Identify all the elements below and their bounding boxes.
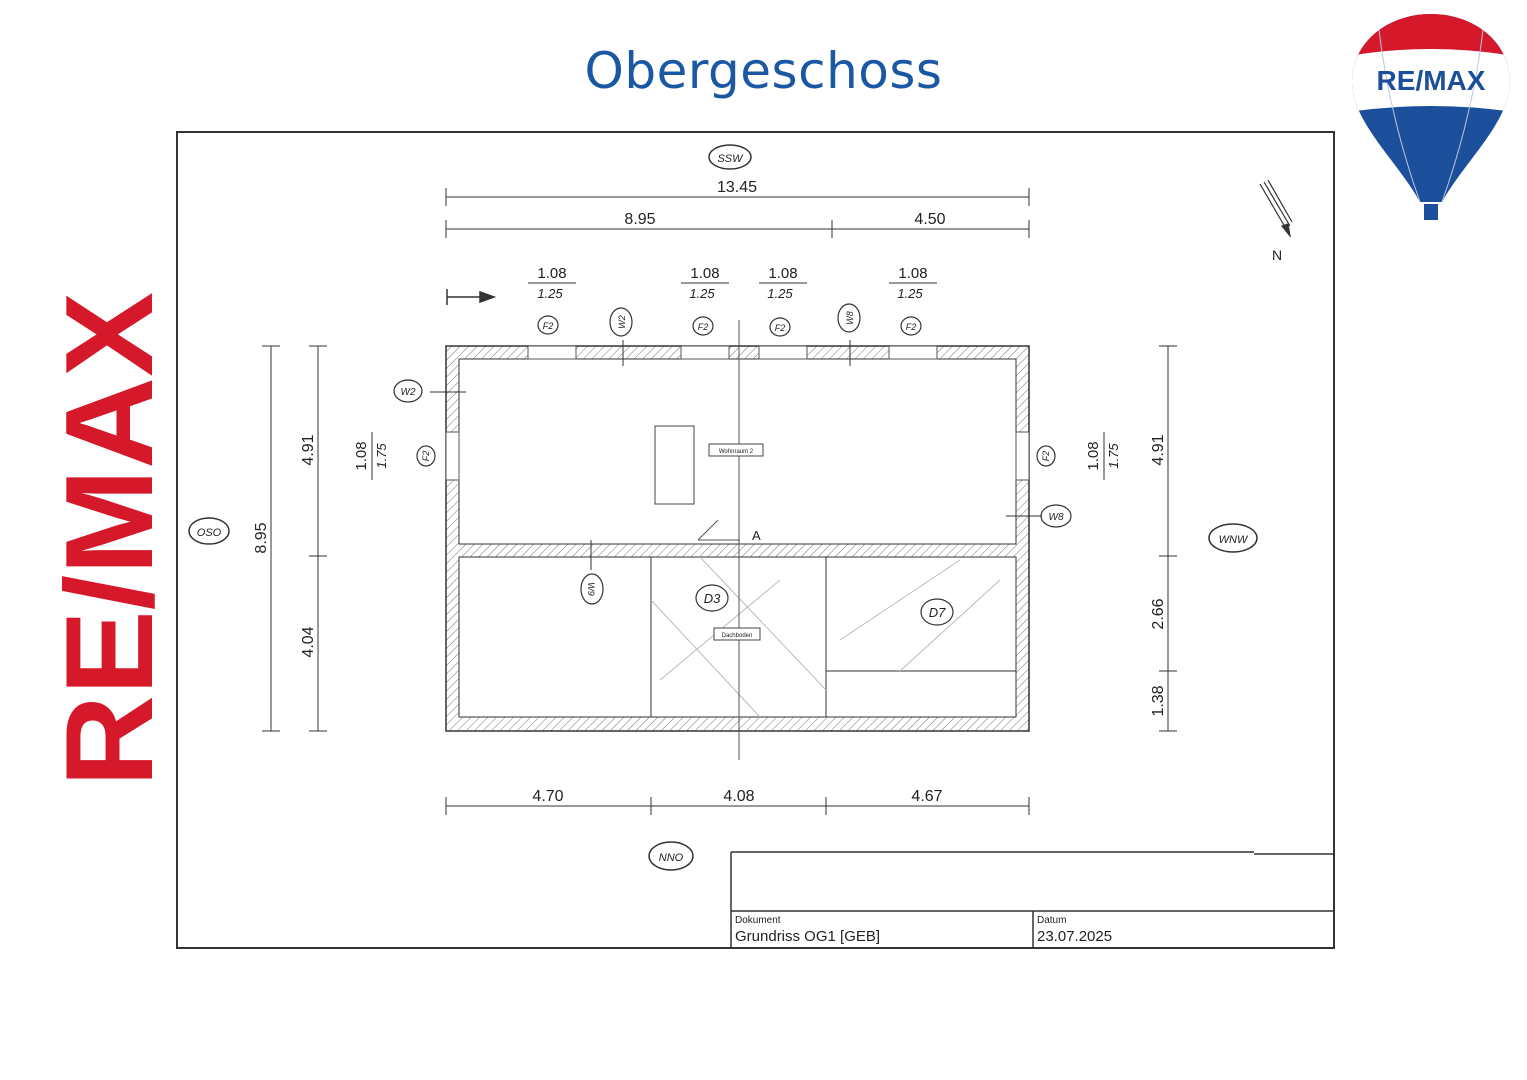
dim-right-low: 1.38 [1150, 685, 1167, 716]
dim-right-window-width: 1.08 [1085, 441, 1102, 470]
orientation-bottom: NNO [659, 852, 684, 864]
orientation-right: WNW [1219, 534, 1249, 546]
dim-window-2-height: 1.25 [689, 286, 715, 301]
dim-window-4-width: 1.08 [898, 265, 927, 282]
dim-right-mid: 2.66 [1150, 598, 1167, 629]
dim-right-upper: 4.91 [1150, 434, 1167, 465]
wall-tag-w2-top: W2 [617, 315, 627, 329]
title-block [730, 851, 1334, 948]
wall-tag-w9: W9 [586, 582, 596, 596]
dim-left-upper: 4.91 [300, 434, 317, 465]
section-label: A [752, 528, 761, 543]
building-outline [430, 320, 1042, 760]
title-block-document-value: Grundriss OG1 [GEB] [735, 928, 880, 945]
dim-window-1-width: 1.08 [537, 265, 566, 282]
title-block-date-value: 23.07.2025 [1037, 928, 1112, 945]
title-block-document-label: Dokument [735, 915, 781, 926]
remax-logo-vertical: RE/MAX [44, 292, 164, 787]
dim-bottom-b: 4.08 [723, 788, 754, 805]
dim-top-total: 13.45 [717, 179, 757, 196]
dim-window-4-height: 1.25 [897, 286, 923, 301]
window-tag-2: F2 [698, 322, 709, 332]
wall-tag-w2-left: W2 [401, 387, 416, 398]
orientation-top: SSW [717, 153, 744, 165]
dim-left-window-width: 1.08 [353, 441, 370, 470]
ceiling-tag-d3: D3 [704, 591, 721, 606]
room-label-lower: Dachboden [722, 633, 753, 639]
room-label-upper: Wohnraum 2 [719, 449, 754, 455]
window-tag-right: F2 [1041, 451, 1051, 462]
dim-bottom-a: 4.70 [532, 788, 563, 805]
view-arrow-icon [446, 289, 497, 305]
page-title: Obergeschoss [584, 42, 943, 100]
dim-window-3-width: 1.08 [768, 265, 797, 282]
dim-right-window-height: 1.75 [1106, 443, 1121, 469]
remax-balloon-logo: RE/MAX [1352, 14, 1510, 220]
ceiling-tag-d7: D7 [929, 605, 946, 620]
sheet-frame [176, 131, 1335, 949]
dim-left-total: 8.95 [253, 522, 270, 553]
north-arrow-icon [1259, 179, 1293, 239]
dim-window-3-height: 1.25 [767, 286, 793, 301]
dim-left-window-height: 1.75 [374, 443, 389, 469]
window-tag-left: F2 [421, 451, 431, 462]
title-block-date-label: Datum [1037, 915, 1066, 926]
dim-left-lower: 4.04 [300, 626, 317, 657]
remax-vertical-text: RE/MAX [44, 292, 164, 787]
window-tag-1: F2 [543, 321, 554, 331]
dim-window-1-height: 1.25 [537, 286, 563, 301]
window-tag-3: F2 [775, 323, 786, 333]
wall-tag-w8-right: W8 [1049, 512, 1064, 523]
dim-top-left: 8.95 [624, 211, 655, 228]
north-label: N [1272, 247, 1282, 263]
wall-tag-w8-top: W8 [845, 311, 855, 325]
dim-window-2-width: 1.08 [690, 265, 719, 282]
window-tag-4: F2 [906, 322, 917, 332]
orientation-left: OSO [197, 527, 222, 539]
balloon-text: RE/MAX [1377, 65, 1486, 96]
dim-top-right: 4.50 [914, 211, 945, 228]
dim-bottom-c: 4.67 [911, 788, 942, 805]
